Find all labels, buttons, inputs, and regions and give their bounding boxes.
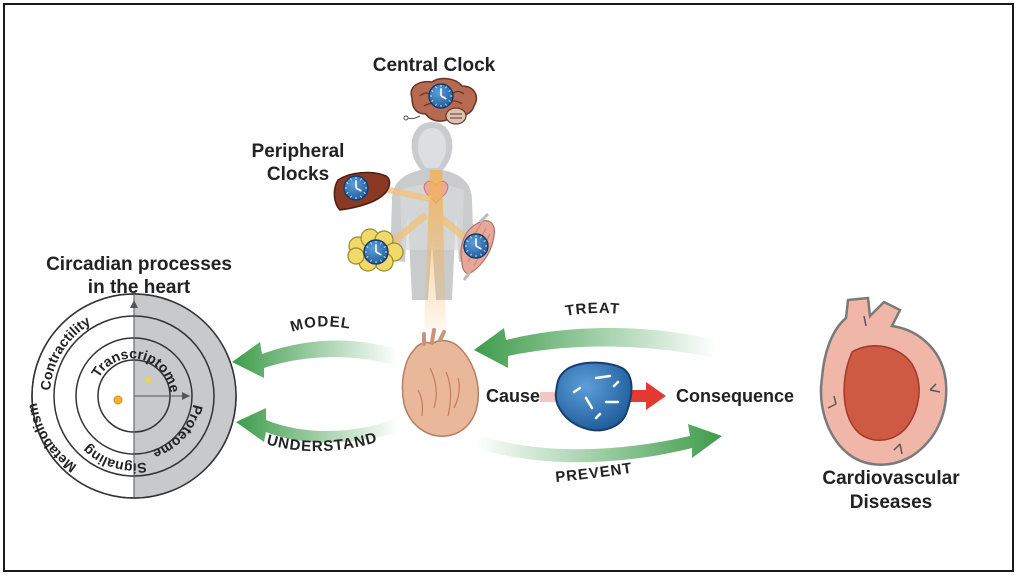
understand-arrow [236, 408, 398, 443]
circadian-disc [31, 293, 237, 499]
muscle-clock-icon [463, 233, 489, 259]
model-label: MODEL [288, 313, 352, 335]
fat-clock-icon [363, 239, 389, 265]
peripheral-clocks-label-line1: Peripheral [252, 141, 345, 162]
treat-label: TREAT [564, 300, 621, 320]
liver-clock-icon [343, 175, 369, 201]
sun-icon [113, 395, 123, 405]
cvd-label-line1: Cardiovascular [822, 468, 960, 489]
prevent-arrow [476, 424, 722, 463]
red-arrow [626, 382, 666, 410]
prevent-label: PREVENT [555, 460, 634, 486]
central-clock-label: Central Clock [373, 55, 496, 76]
heart-icon [401, 328, 480, 437]
diseased-heart-icon [819, 296, 948, 466]
cause-label: Cause [486, 386, 540, 406]
peripheral-clocks-label-line2: Clocks [267, 164, 329, 185]
consequence-label: Consequence [676, 386, 794, 406]
circadian-label-line2: in the heart [88, 277, 191, 298]
treat-arrow [474, 327, 716, 368]
signal-beam-muscle [438, 214, 468, 242]
signal-beam-fat [392, 212, 428, 244]
cause-connector [540, 392, 558, 402]
model-arrow [232, 340, 398, 378]
signal-beam-vertical [424, 170, 446, 330]
brain-clock-icon [428, 83, 454, 109]
circadian-label-line1: Circadian processes [46, 254, 232, 275]
moon-icon [145, 377, 151, 383]
distorted-clock-icon [554, 361, 633, 432]
signal-beam-liver [383, 186, 432, 202]
cvd-label-line2: Diseases [850, 492, 932, 513]
